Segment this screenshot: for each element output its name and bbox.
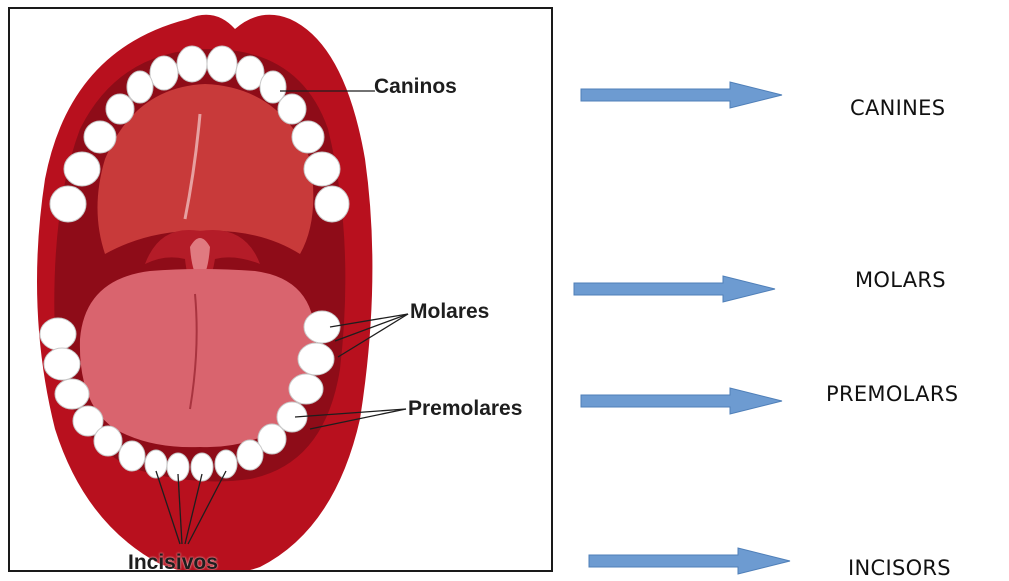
term-incisors: INCISORS <box>848 556 951 580</box>
label-premolares: Premolares <box>408 397 522 421</box>
arrow-right-icon <box>580 80 785 110</box>
label-molares: Molares <box>410 300 489 324</box>
label-caninos: Caninos <box>374 75 457 99</box>
label-incisivos: Incisivos <box>128 551 218 572</box>
term-canines: CANINES <box>850 96 945 120</box>
arrow-right-icon <box>573 274 778 304</box>
arrow-right-icon <box>580 386 785 416</box>
arrow-right-icon <box>588 546 793 576</box>
term-premolars: PREMOLARS <box>826 382 958 406</box>
term-molars: MOLARS <box>855 268 946 292</box>
mouth-illustration <box>10 9 553 572</box>
mouth-diagram-image: Caninos Molares Premolares Incisivos <box>8 7 553 572</box>
